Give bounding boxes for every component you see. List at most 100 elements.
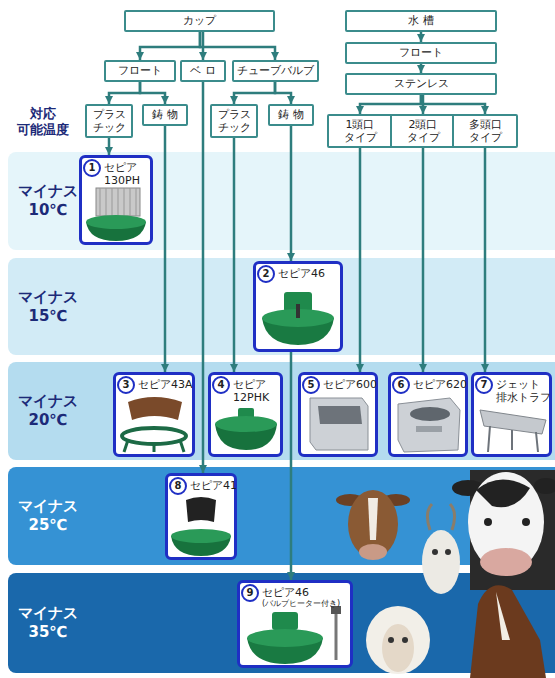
- connector: [290, 126, 293, 261]
- connector: [164, 126, 167, 372]
- connector: [202, 82, 205, 473]
- product-name: セピア43A: [138, 378, 190, 391]
- category-label: プラス チック: [87, 108, 131, 134]
- connector: [109, 82, 140, 104]
- callout-number: 5: [302, 376, 320, 394]
- category-box: ベ ロ: [180, 60, 226, 82]
- category-label: 鋳 物: [278, 108, 304, 121]
- category-label: プラス チック: [212, 108, 256, 134]
- connector: [422, 148, 425, 372]
- trough-legs: [488, 426, 538, 452]
- temperature-band: マイナス 20℃セピア43A3セピア 12PHK4セピア6005セピア6206ジ…: [8, 362, 555, 460]
- category-box: ステンレス: [345, 73, 497, 95]
- temperature-label: マイナス 35℃: [14, 604, 82, 642]
- grate: [96, 188, 140, 216]
- connector: [108, 138, 111, 155]
- category-box: フロート: [345, 42, 497, 64]
- cow-eye: [522, 518, 530, 526]
- connector: [200, 32, 275, 60]
- connector: [420, 32, 423, 42]
- calf-blaze: [368, 498, 378, 540]
- temperature-label: マイナス 25℃: [14, 497, 82, 535]
- category-box: プラス チック: [210, 104, 258, 138]
- temperature-label: マイナス 20℃: [14, 392, 82, 430]
- callout-number: 4: [212, 376, 230, 394]
- callout-number: 1: [83, 159, 101, 177]
- category-box: 鋳 物: [268, 104, 314, 126]
- connector: [484, 148, 487, 372]
- category-box: フロート: [104, 60, 176, 82]
- bowl-rim: [247, 629, 323, 647]
- product-name: セピア41: [190, 479, 232, 492]
- connector: [275, 82, 291, 104]
- goat-head: [422, 530, 460, 594]
- sheep-face: [382, 624, 414, 672]
- horse-head: [470, 585, 546, 678]
- sheep-eye: [388, 637, 394, 643]
- trough-opening: [410, 407, 450, 421]
- paddle: [128, 397, 182, 420]
- category-label: フロート: [399, 46, 443, 59]
- temperature-label: マイナス 15℃: [14, 288, 82, 326]
- goat-horns: [427, 504, 454, 530]
- category-box: 鋳 物: [142, 104, 188, 126]
- callout-number: 3: [117, 376, 135, 394]
- heater-plug: [331, 606, 341, 614]
- horse-blaze: [496, 592, 510, 640]
- axis-heading: 対応 可能温度: [8, 106, 78, 137]
- steel-trough: [310, 398, 368, 450]
- cow-ear: [534, 478, 555, 494]
- product-name: セピア 12PHK: [233, 378, 278, 404]
- bowl-rim: [171, 529, 231, 543]
- category-box: 多頭口 タイプ: [452, 114, 518, 148]
- sheep-wool: [366, 606, 430, 674]
- valve-stem: [296, 304, 300, 318]
- product-name: セピア600: [323, 378, 373, 391]
- connector: [359, 148, 362, 372]
- cow-eye: [484, 518, 492, 526]
- bowl-rim: [215, 416, 277, 432]
- calf-nose: [359, 544, 387, 560]
- category-label: 多頭口 タイプ: [454, 118, 516, 144]
- trough-opening: [318, 406, 362, 424]
- product-name: セピア 130PH: [104, 161, 148, 187]
- product-note: (バルブヒーター付き): [262, 599, 348, 609]
- connector: [421, 95, 485, 114]
- category-label: フロート: [118, 64, 162, 77]
- temperature-band: マイナス 10℃ セピア 130PH1: [8, 152, 555, 250]
- category-label: ステンレス: [394, 77, 449, 90]
- category-box: プラス チック: [85, 104, 133, 138]
- grate-bars: [100, 188, 136, 216]
- steel-trough: [398, 398, 460, 452]
- connector: [233, 138, 236, 372]
- bowl-rim: [86, 215, 146, 229]
- callout-number: 7: [475, 376, 493, 394]
- category-box: 2頭口 タイプ: [390, 114, 456, 148]
- cow-patch: [476, 479, 530, 507]
- callout-number: 2: [257, 265, 275, 283]
- connector: [290, 352, 293, 580]
- sheep-eye: [402, 637, 408, 643]
- connector: [140, 32, 200, 60]
- category-label: ベ ロ: [190, 64, 216, 77]
- connector: [140, 82, 165, 104]
- callout-number: 9: [241, 584, 259, 602]
- heater-rod: [335, 612, 338, 660]
- bowl-ring: [122, 428, 186, 444]
- category-box: 1頭口 タイプ: [327, 114, 393, 148]
- category-label: 水 槽: [408, 14, 434, 27]
- product-name: ジェット 排水トラフ: [496, 378, 547, 404]
- category-box: チューブバルブ: [232, 60, 319, 82]
- cow-nose: [480, 548, 532, 576]
- category-label: カップ: [183, 14, 216, 27]
- category-label: 鋳 物: [152, 108, 178, 121]
- category-box: 水 槽: [345, 10, 497, 32]
- category-box: カップ: [124, 10, 275, 32]
- connector: [420, 64, 423, 73]
- temperature-label: マイナス 10℃: [14, 182, 82, 220]
- connector: [360, 95, 421, 114]
- callout-number: 8: [169, 477, 187, 495]
- drain: [416, 426, 442, 432]
